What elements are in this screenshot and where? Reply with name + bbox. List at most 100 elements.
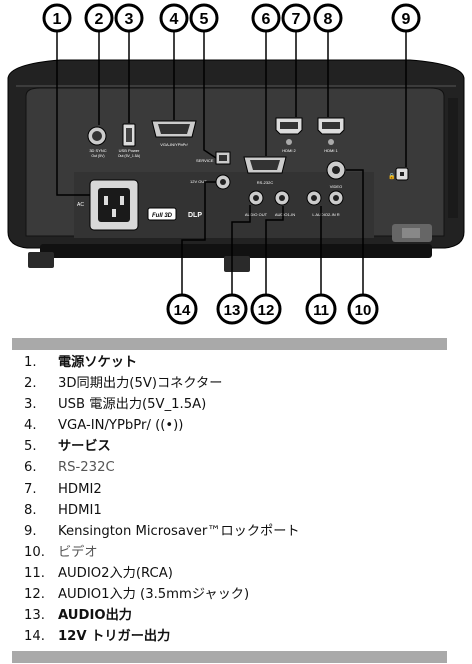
usb-power-port: USB Power Out (5V_1.5A) bbox=[118, 123, 140, 158]
audio2-in-label: L AUDIO2-IN R bbox=[312, 212, 339, 217]
dlp-label: DLP bbox=[188, 212, 202, 219]
legend-item-text: AUDIO出力 bbox=[58, 608, 132, 624]
dlp-logo: DLP bbox=[188, 212, 202, 219]
legend-item-number: 9. bbox=[24, 523, 37, 539]
legend-item-text: サービス bbox=[58, 439, 111, 455]
callout-4-label: 4 bbox=[170, 11, 179, 28]
projector-body bbox=[7, 59, 465, 272]
legend-item-text: HDMI2 bbox=[58, 481, 102, 497]
legend-item-number: 12. bbox=[24, 587, 45, 603]
vga-label: VGA-IN/YPbPr/ bbox=[160, 142, 188, 147]
legend-item-text: RS-232C bbox=[58, 460, 115, 476]
callout-5: 5 bbox=[189, 3, 219, 33]
video-jack: VIDEO bbox=[326, 160, 346, 189]
legend-item-number: 11. bbox=[24, 565, 45, 581]
legend-item-number: 6. bbox=[24, 460, 37, 476]
legend-item-number: 5. bbox=[24, 439, 37, 455]
callout-2: 2 bbox=[84, 3, 114, 33]
legend-item-14: 14. 12V トリガー出力 bbox=[24, 626, 454, 647]
rs232c-label: RS-232C bbox=[257, 180, 274, 185]
legend-item-text: Kensington Microsaver™ロックポート bbox=[58, 523, 300, 539]
callout-3-label: 3 bbox=[125, 11, 134, 28]
callout-markers: 1 2 3 4 5 6 7 8 9 10 11 12 13 14 bbox=[42, 3, 421, 325]
callout-4: 4 bbox=[159, 3, 189, 33]
callout-8-label: 8 bbox=[324, 11, 333, 28]
leader-lines bbox=[56, 28, 407, 296]
audio1-in-jack: AUDIO1-IN bbox=[274, 190, 295, 217]
legend-item-5: 5. サービス bbox=[24, 436, 454, 457]
legend-bottom-rule bbox=[12, 651, 447, 663]
legend-item-text: 電源ソケット bbox=[58, 355, 138, 370]
legend-item-3: 3.USB 電源出力(5V_1.5A) bbox=[24, 394, 454, 415]
legend-item-10: 10. ビデオ bbox=[24, 542, 454, 563]
legend-item-number: 8. bbox=[24, 502, 37, 518]
ac-socket: AC bbox=[77, 179, 139, 231]
callout-11-label: 11 bbox=[313, 302, 329, 319]
callout-11: 11 bbox=[305, 293, 337, 325]
callout-1: 1 bbox=[42, 3, 72, 33]
legend-item-13: 13. AUDIO出力 bbox=[24, 605, 454, 626]
hdmi2-label: HDMI 2 bbox=[282, 148, 296, 153]
callout-7: 7 bbox=[281, 3, 311, 33]
legend-item-text: AUDIO2入力(RCA) bbox=[58, 565, 173, 581]
service-label: SERVICE bbox=[196, 158, 214, 163]
legend-item-12: 12.AUDIO1入力 (3.5mmジャック) bbox=[24, 584, 454, 605]
callout-6-label: 6 bbox=[262, 11, 271, 28]
audio-out-jack: AUDIO OUT bbox=[245, 190, 268, 217]
projector-rear-panel-figure: AC 3D SYNC Out (5V) USB Power Out (5V_1.… bbox=[7, 3, 465, 325]
legend-item-number: 2. bbox=[24, 376, 37, 392]
rs232c-port: RS-232C bbox=[243, 156, 287, 185]
callout-14-label: 14 bbox=[174, 302, 191, 319]
usb-power-sub-label: Out (5V_1.5A) bbox=[118, 154, 140, 158]
sync-3d-port: 3D SYNC Out (5V) bbox=[87, 126, 107, 158]
callout-9-label: 9 bbox=[402, 11, 411, 28]
port-legend-list: 1.電源ソケット 2. 3D同期出力(5V)コネクター 3.USB 電源出力(5V… bbox=[24, 352, 454, 647]
legend-item-text: VGA-IN/YPbPr/ ((•)) bbox=[58, 418, 184, 434]
legend-item-text: ビデオ bbox=[58, 544, 98, 560]
legend-item-4: 4. VGA-IN/YPbPr/ ((•)) bbox=[24, 415, 454, 436]
callout-8: 8 bbox=[313, 3, 343, 33]
out12v-label: 12V OUT bbox=[190, 179, 207, 184]
hdmi1-port: HDMI 1 bbox=[317, 117, 345, 153]
sync-3d-sub-label: Out (5V) bbox=[91, 154, 104, 158]
legend-item-text: 12V トリガー出力 bbox=[58, 629, 171, 645]
legend-item-number: 7. bbox=[24, 481, 37, 497]
legend-item-7: 7. HDMI2 bbox=[24, 479, 454, 500]
callout-5-label: 5 bbox=[200, 11, 209, 28]
lock-symbol-icon: 🔒 bbox=[388, 172, 395, 180]
legend-item-6: 6. RS-232C bbox=[24, 457, 454, 478]
callout-13-label: 13 bbox=[224, 302, 241, 319]
callout-12: 12 bbox=[250, 293, 282, 325]
callout-14: 14 bbox=[166, 293, 198, 325]
legend-item-number: 4. bbox=[24, 418, 37, 434]
legend-item-number: 10. bbox=[24, 544, 45, 560]
legend-item-8: 8. HDMI1 bbox=[24, 500, 454, 521]
legend-item-number: 3. bbox=[24, 397, 37, 413]
full3d-logo: Full 3D bbox=[147, 207, 177, 221]
callout-3: 3 bbox=[114, 3, 144, 33]
kensington-lock: 🔒 bbox=[388, 167, 409, 181]
callout-1-label: 1 bbox=[53, 11, 62, 28]
video-label: VIDEO bbox=[330, 184, 342, 189]
legend-item-2: 2. 3D同期出力(5V)コネクター bbox=[24, 373, 454, 394]
callout-2-label: 2 bbox=[95, 11, 104, 28]
callout-7-label: 7 bbox=[292, 11, 301, 28]
legend-top-rule bbox=[12, 338, 447, 350]
legend-item-number: 13. bbox=[24, 608, 45, 624]
legend-item-text: HDMI1 bbox=[58, 502, 102, 518]
full3d-label: Full 3D bbox=[152, 213, 173, 219]
sync-3d-label: 3D SYNC bbox=[89, 148, 106, 153]
callout-6: 6 bbox=[251, 3, 281, 33]
audio2-in-jacks: L AUDIO2-IN R bbox=[306, 190, 344, 217]
hdmi2-port: HDMI 2 bbox=[275, 117, 303, 153]
callout-10-label: 10 bbox=[355, 302, 372, 319]
legend-item-1: 1.電源ソケット bbox=[24, 352, 454, 373]
callout-10: 10 bbox=[347, 293, 379, 325]
audio-out-label: AUDIO OUT bbox=[245, 212, 268, 217]
legend-item-text: 3D同期出力(5V)コネクター bbox=[58, 376, 223, 392]
callout-13: 13 bbox=[216, 293, 248, 325]
audio1-in-label: AUDIO1-IN bbox=[275, 212, 295, 217]
legend-item-number: 14. bbox=[24, 629, 45, 645]
usb-power-label: USB Power bbox=[119, 148, 140, 153]
callout-9: 9 bbox=[391, 3, 421, 33]
